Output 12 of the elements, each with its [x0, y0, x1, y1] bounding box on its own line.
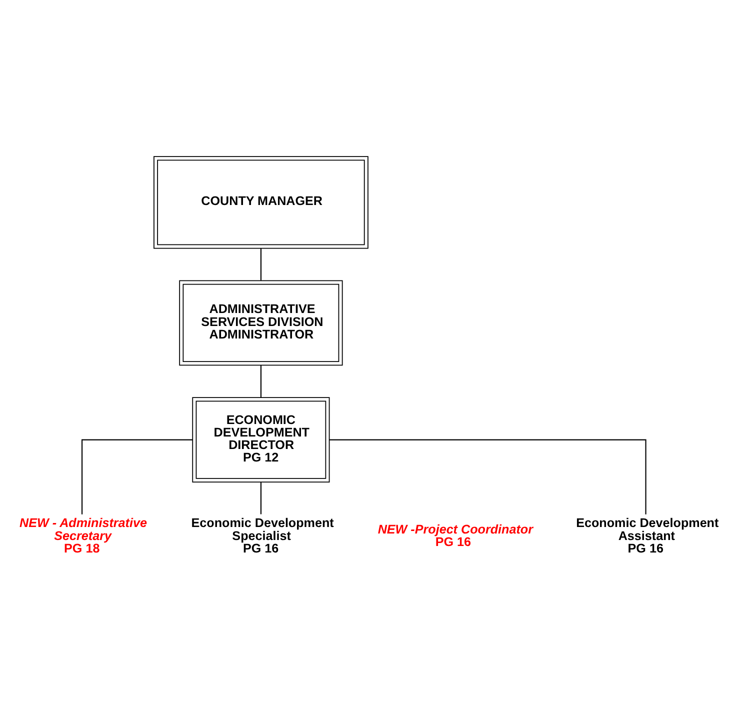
- node-text: NEW -Project Coordinator PG 16: [378, 522, 533, 549]
- node-box: ECONOMIC DEVELOPMENT DIRECTOR PG 12: [192, 396, 330, 482]
- node-text: Economic Development Assistant PG 16: [576, 516, 719, 555]
- connector: [82, 438, 193, 514]
- node-text: Economic Development Specialist PG 16: [191, 516, 334, 555]
- connector: [260, 364, 262, 398]
- connector: [260, 482, 262, 514]
- node-box: COUNTY MANAGER: [154, 156, 368, 248]
- node-text: NEW - Administrative Secretary PG 18: [20, 516, 147, 555]
- node-box: ADMINISTRATIVE SERVICES DIVISION ADMINISTRATOR: [179, 280, 343, 366]
- connector: [260, 248, 262, 280]
- connector: [329, 438, 646, 514]
